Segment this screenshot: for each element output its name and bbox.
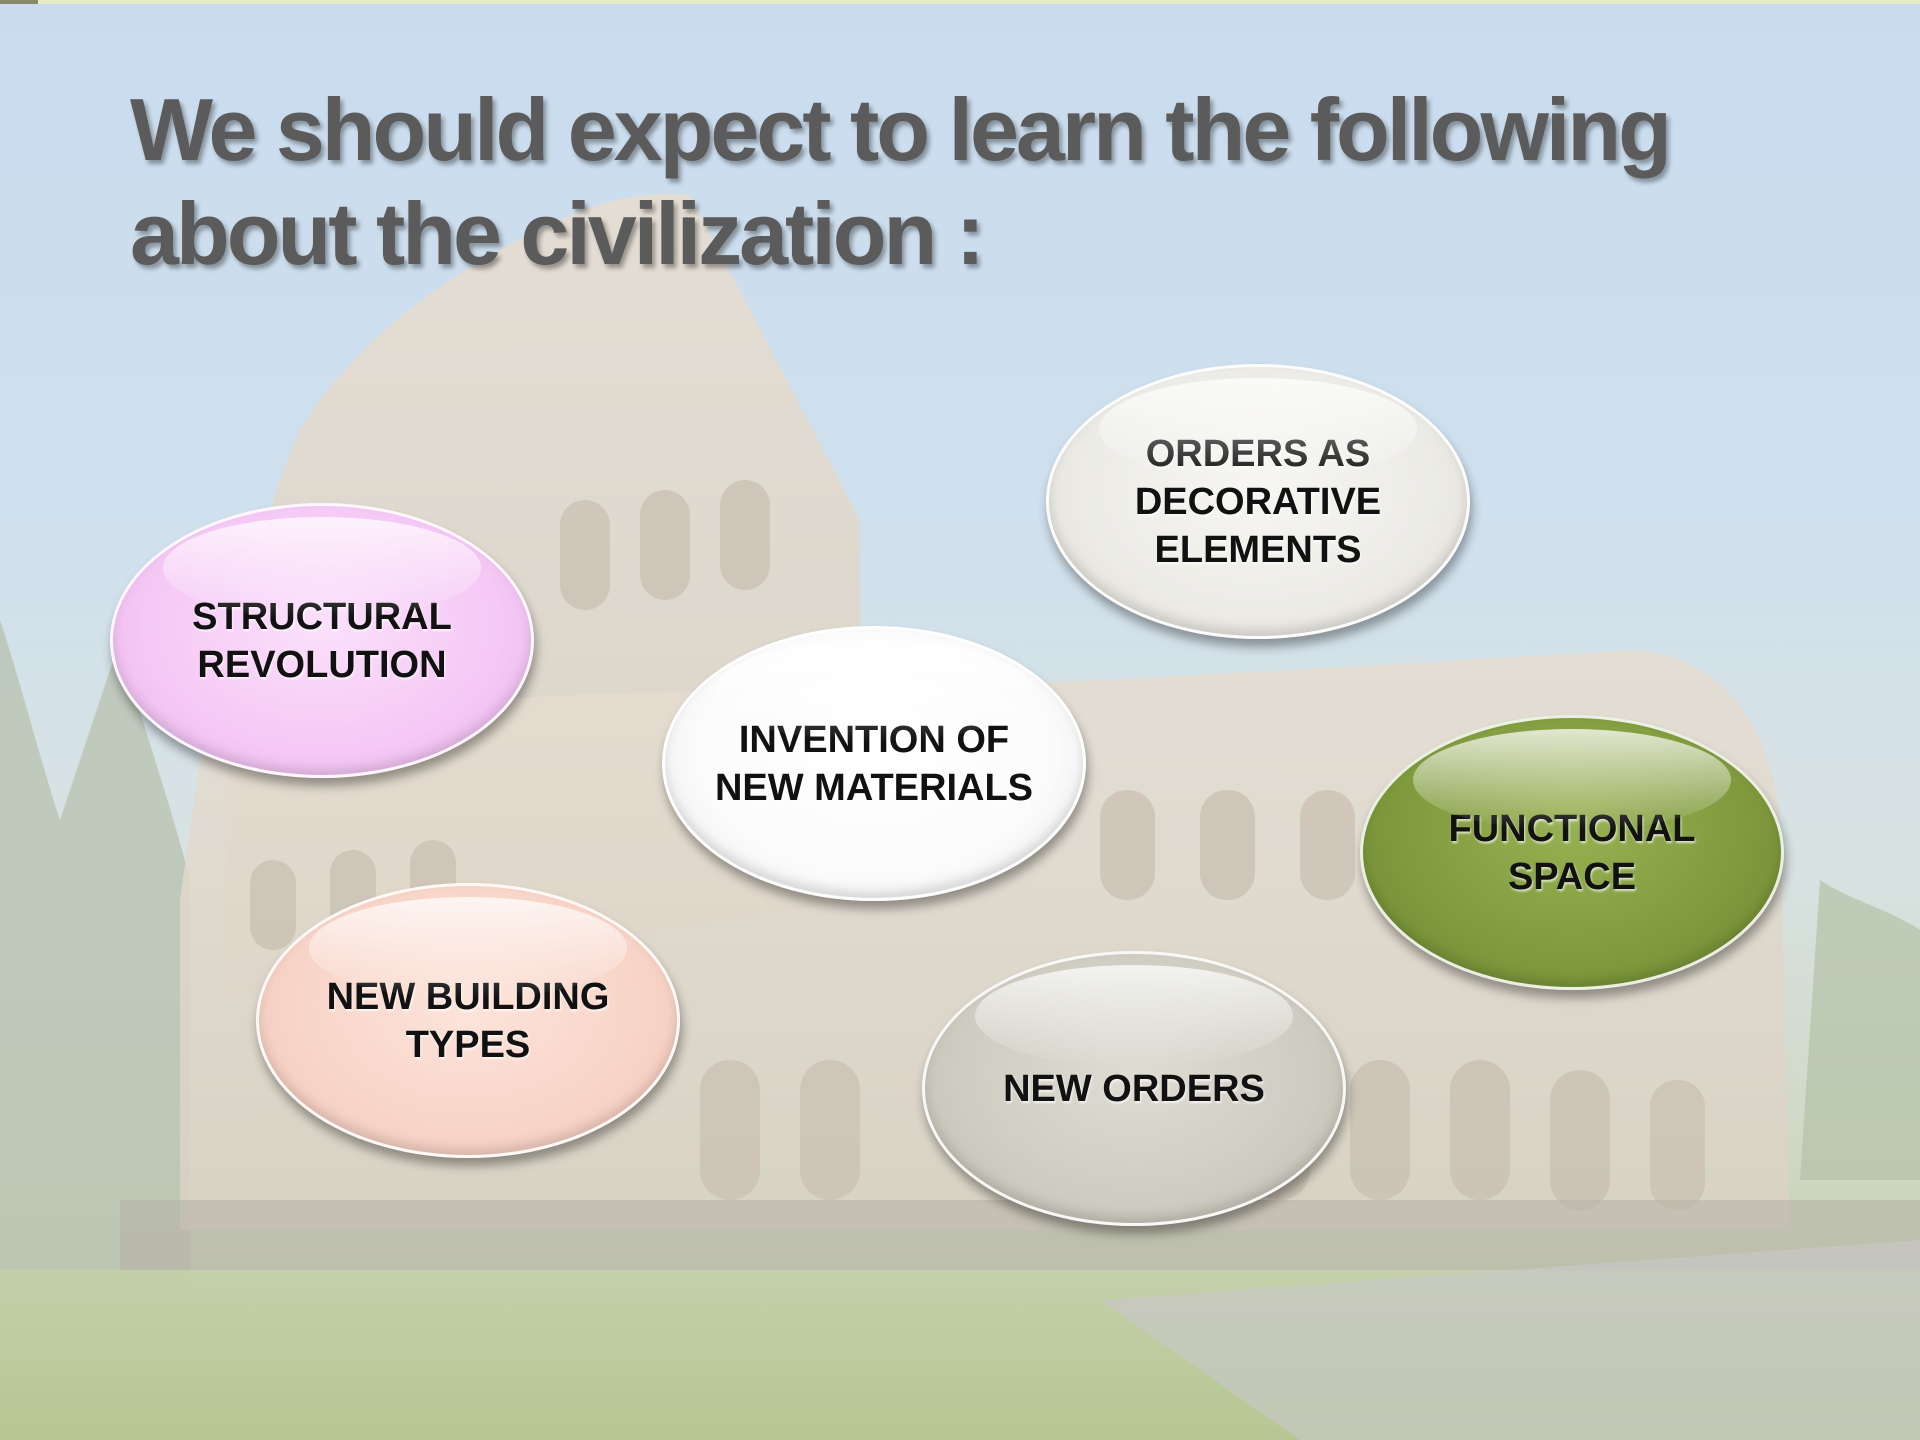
bubble-new-orders: NEW ORDERS [922, 951, 1346, 1226]
bubble-structural-revolution: STRUCTURAL REVOLUTION [110, 503, 534, 778]
top-accent-strip [0, 0, 1920, 4]
bubble-label: NEW ORDERS [1003, 1067, 1265, 1110]
bubble-gloss [975, 964, 1293, 1067]
bubble-label: INVENTION OF NEW MATERIALS [714, 718, 1034, 809]
bubble-label: ORDERS AS DECORATIVE ELEMENTS [1134, 432, 1382, 571]
slide-title: We should expect to learn the following … [130, 80, 1672, 283]
bubble-label: STRUCTURAL REVOLUTION [192, 595, 452, 686]
bubble-functional-space: FUNCTIONAL SPACE [1360, 715, 1784, 990]
bubble-orders-as-decorative-elements: ORDERS AS DECORATIVE ELEMENTS [1046, 364, 1470, 639]
bubble-label: NEW BUILDING TYPES [326, 975, 610, 1066]
bubble-new-building-types: NEW BUILDING TYPES [256, 883, 680, 1158]
bubble-invention-of-new-materials: INVENTION OF NEW MATERIALS [662, 626, 1086, 901]
top-corner-accent [0, 0, 38, 4]
bubble-label: FUNCTIONAL SPACE [1448, 807, 1696, 898]
